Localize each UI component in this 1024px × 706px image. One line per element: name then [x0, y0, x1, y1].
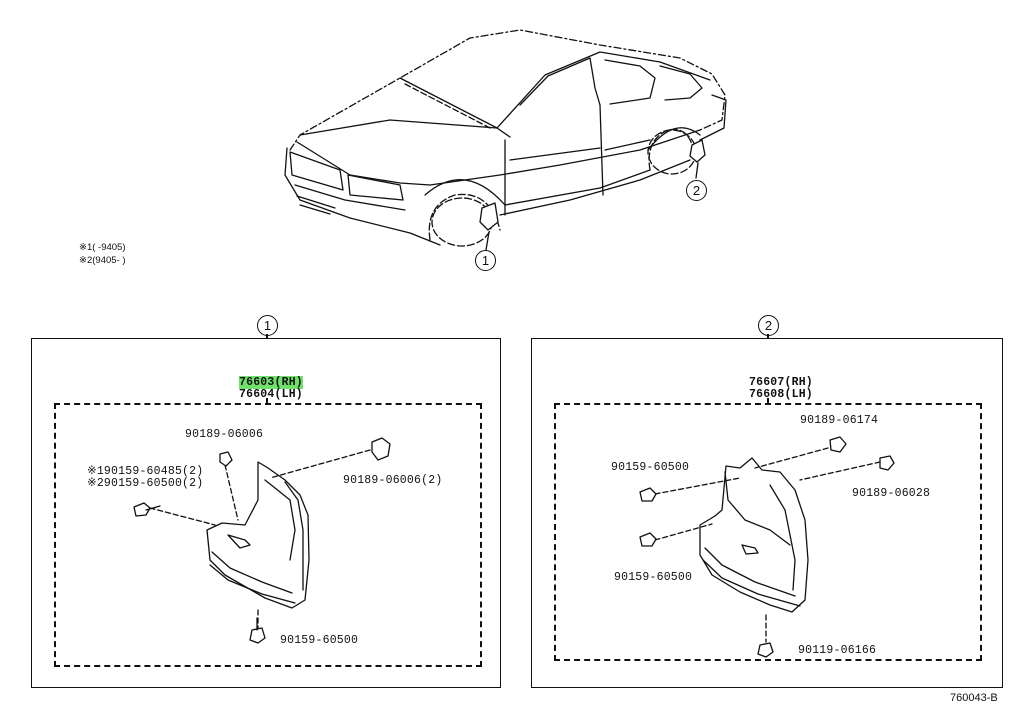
callout-1-car: 1	[475, 250, 496, 271]
callout-1-panel: 1	[257, 315, 278, 336]
figure-code: 760043-B	[950, 692, 998, 704]
panel-2-assembly-box	[554, 403, 982, 661]
panel-1-connector	[266, 334, 268, 339]
label-p1-screw-note2[interactable]: ※290159-60500(2)	[87, 477, 204, 490]
label-p2-clip-top[interactable]: 90189-06174	[800, 414, 879, 427]
callout-2-car: 2	[686, 180, 707, 201]
label-p2-screw-left[interactable]: 90159-60500	[611, 461, 690, 474]
label-p1-clip-right[interactable]: 90189-06006(2)	[343, 474, 443, 487]
label-p2-screw-bottom[interactable]: 90119-06166	[798, 644, 877, 657]
part-number-rh-2[interactable]: 76607(RH)	[749, 376, 813, 389]
panel2-parts	[639, 436, 895, 658]
label-p2-clip-right[interactable]: 90189-06028	[852, 487, 931, 500]
note-1: ※1( -9405)	[79, 242, 126, 253]
part-number-rh-highlight[interactable]: 76603(RH)	[239, 376, 303, 389]
panel1-parts	[133, 437, 391, 644]
note-2: ※2(9405- )	[79, 255, 126, 266]
label-p2-screw-lower[interactable]: 90159-60500	[614, 571, 693, 584]
panel-1-assembly-connector	[266, 398, 268, 404]
car-illustration	[284, 29, 727, 251]
callout-2-panel: 2	[758, 315, 779, 336]
label-p1-screw-bottom[interactable]: 90159-60500	[280, 634, 359, 647]
label-p1-screw-note1[interactable]: ※190159-60485(2)	[87, 465, 204, 478]
panel-2-connector	[767, 334, 769, 339]
panel-2-assembly-connector	[767, 398, 769, 404]
part-number-lh-2[interactable]: 76608(LH)	[749, 388, 813, 401]
part-number-lh[interactable]: 76604(LH)	[239, 388, 303, 401]
label-p1-clip-top[interactable]: 90189-06006	[185, 428, 264, 441]
panel-1-assembly-box	[54, 403, 482, 667]
part-number-rh[interactable]: 76603(RH)	[239, 376, 303, 389]
